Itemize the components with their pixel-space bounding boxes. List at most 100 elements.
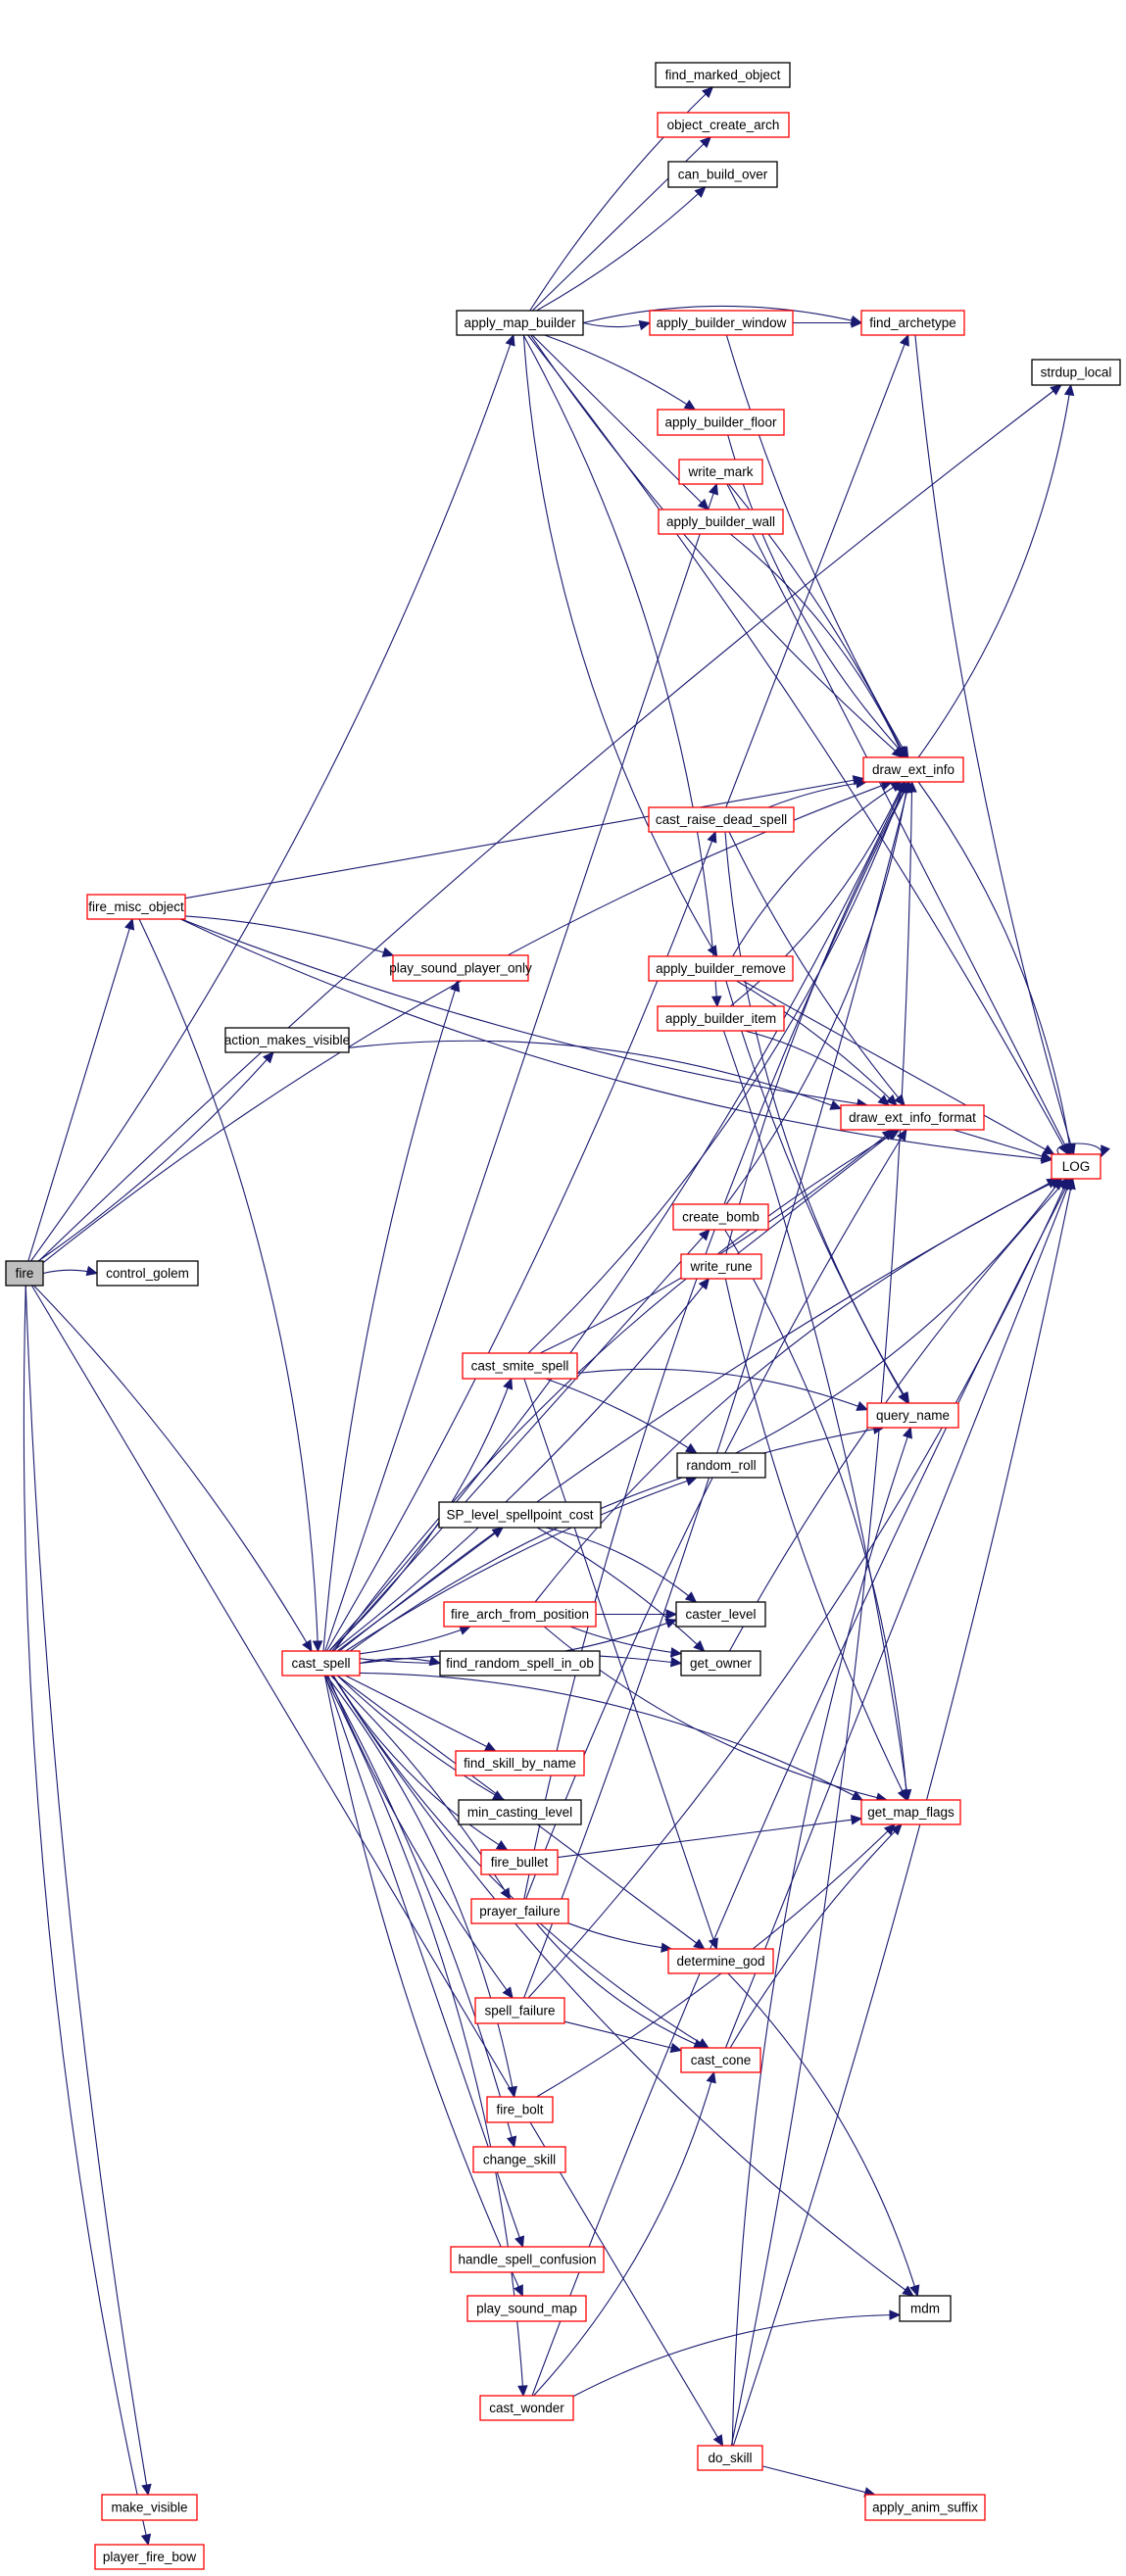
node-change_skill[interactable]: change_skill	[472, 2146, 566, 2173]
node-draw_ext_info_format[interactable]: draw_ext_info_format	[840, 1104, 985, 1131]
node-handle_spell_confusion[interactable]: handle_spell_confusion	[450, 2246, 605, 2273]
arrowhead-icon	[483, 1741, 497, 1752]
node-get_owner[interactable]: get_owner	[680, 1650, 761, 1677]
node-action_makes_visible[interactable]: action_makes_visible	[224, 1027, 350, 1053]
node-box	[864, 2494, 986, 2521]
node-can_build_over[interactable]: can_build_over	[667, 161, 778, 188]
node-find_skill_by_name[interactable]: find_skill_by_name	[455, 1750, 585, 1776]
node-label: SP_level_spellpoint_cost	[446, 1508, 593, 1523]
arrowhead-icon	[495, 1840, 509, 1851]
edge-cast_spell-to-cast_smite_spell	[328, 1377, 514, 1652]
node-LOG[interactable]: LOG	[1051, 1153, 1102, 1180]
node-query_name[interactable]: query_name	[866, 1402, 959, 1429]
node-cast_raise_dead_spell[interactable]: cast_raise_dead_spell	[648, 806, 795, 833]
node-cast_cone[interactable]: cast_cone	[680, 2047, 761, 2073]
node-box	[840, 1104, 985, 1131]
node-apply_builder_item[interactable]: apply_builder_item	[657, 1005, 785, 1032]
node-box	[657, 112, 790, 138]
node-apply_map_builder[interactable]: apply_map_builder	[456, 310, 584, 336]
edge-line	[732, 781, 903, 957]
edge-cast_smite_spell-to-query_name	[576, 1368, 869, 1411]
edge-line	[348, 1040, 842, 1109]
edge-apply_map_builder-to-LOG	[527, 334, 1069, 1156]
node-label: find_archetype	[869, 316, 956, 330]
node-apply_builder_floor[interactable]: apply_builder_floor	[657, 409, 785, 436]
edge-line	[730, 781, 913, 2447]
node-write_mark[interactable]: write_mark	[678, 459, 763, 485]
node-box	[672, 1203, 769, 1231]
edge-line	[138, 918, 318, 1652]
node-SP_level_spellpoint_cost[interactable]: SP_level_spellpoint_cost	[438, 1501, 602, 1529]
edge-line	[726, 483, 1071, 1155]
node-prayer_failure[interactable]: prayer_failure	[470, 1898, 569, 1924]
node-box	[862, 756, 964, 783]
edge-line	[729, 1823, 903, 2049]
edge-line	[339, 1178, 1058, 1652]
node-find_random_spell_in_ob[interactable]: find_random_spell_in_ob	[439, 1650, 601, 1677]
node-apply_builder_remove[interactable]: apply_builder_remove	[648, 955, 794, 982]
node-apply_anim_suffix[interactable]: apply_anim_suffix	[864, 2494, 986, 2521]
node-label: cast_cone	[691, 2053, 752, 2067]
node-control_golem[interactable]: control_golem	[96, 1260, 199, 1287]
node-label: cast_raise_dead_spell	[656, 812, 787, 827]
node-label: apply_builder_window	[657, 316, 787, 330]
node-label: find_random_spell_in_ob	[446, 1656, 594, 1671]
node-fire_arch_from_position[interactable]: fire_arch_from_position	[443, 1601, 597, 1628]
edge-line	[742, 980, 1054, 1155]
edge-line	[557, 1818, 862, 1859]
node-cast_smite_spell[interactable]: cast_smite_spell	[462, 1352, 578, 1380]
node-spell_failure[interactable]: spell_failure	[474, 1997, 565, 2024]
node-do_skill[interactable]: do_skill	[697, 2445, 763, 2471]
edge-line	[328, 1378, 513, 1652]
edge-line	[184, 777, 864, 899]
node-cast_spell[interactable]: cast_spell	[281, 1650, 361, 1677]
node-object_create_arch[interactable]: object_create_arch	[657, 112, 790, 138]
node-fire_bolt[interactable]: fire_bolt	[486, 2096, 554, 2123]
node-random_roll[interactable]: random_roll	[676, 1452, 766, 1479]
arrowhead-icon	[1063, 383, 1075, 397]
node-determine_god[interactable]: determine_god	[667, 1948, 774, 1974]
node-mdm[interactable]: mdm	[899, 2295, 952, 2322]
node-strdup_local[interactable]: strdup_local	[1031, 359, 1121, 386]
node-label: apply_builder_remove	[656, 961, 786, 976]
edge-line	[724, 1178, 1072, 2049]
edge-line	[23, 1285, 149, 2546]
node-write_rune[interactable]: write_rune	[680, 1253, 762, 1280]
node-fire_misc_object[interactable]: fire_misc_object	[86, 894, 186, 920]
node-label: change_skill	[483, 2153, 556, 2167]
edge-prayer_failure-to-draw_ext_info_format	[525, 1128, 907, 1900]
node-play_sound_player_only[interactable]: play_sound_player_only	[389, 954, 532, 982]
node-get_map_flags[interactable]: get_map_flags	[860, 1799, 961, 1825]
edge-line	[42, 781, 893, 1264]
arrowhead-icon	[1040, 1150, 1053, 1162]
arrowhead-icon	[855, 778, 868, 789]
edge-line	[327, 1675, 514, 1999]
edge-line	[530, 334, 904, 758]
node-cast_wonder[interactable]: cast_wonder	[479, 2395, 574, 2421]
node-play_sound_map[interactable]: play_sound_map	[466, 2295, 587, 2322]
arrowhead-icon	[514, 2284, 523, 2298]
node-box	[648, 955, 794, 982]
node-player_fire_bow[interactable]: player_fire_bow	[94, 2544, 205, 2570]
node-make_visible[interactable]: make_visible	[101, 2494, 198, 2521]
node-fire_bullet[interactable]: fire_bullet	[480, 1849, 559, 1875]
edge-write_rune-to-draw_ext_info_format	[736, 1129, 898, 1255]
node-create_bomb[interactable]: create_bomb	[672, 1203, 769, 1231]
node-apply_builder_wall[interactable]: apply_builder_wall	[658, 509, 784, 535]
edge-line	[582, 305, 862, 324]
arrowhead-icon	[885, 1094, 898, 1106]
edge-cast_spell-to-find_random_spell_in_ob	[359, 1655, 442, 1667]
node-min_casting_level[interactable]: min_casting_level	[458, 1799, 582, 1825]
edge-SP_level_spellpoint_cost-to-caster_level	[545, 1527, 698, 1603]
node-box	[94, 2544, 205, 2570]
arrowhead-icon	[684, 1591, 698, 1603]
edge-line	[359, 1626, 470, 1655]
node-find_marked_object[interactable]: find_marked_object	[655, 62, 791, 88]
edge-line	[323, 1675, 523, 2297]
node-find_archetype[interactable]: find_archetype	[860, 310, 965, 336]
arrowhead-icon	[141, 2483, 152, 2497]
node-caster_level[interactable]: caster_level	[675, 1601, 766, 1628]
node-box	[678, 459, 763, 485]
node-draw_ext_info[interactable]: draw_ext_info	[862, 756, 964, 783]
node-apply_builder_window[interactable]: apply_builder_window	[649, 310, 794, 336]
